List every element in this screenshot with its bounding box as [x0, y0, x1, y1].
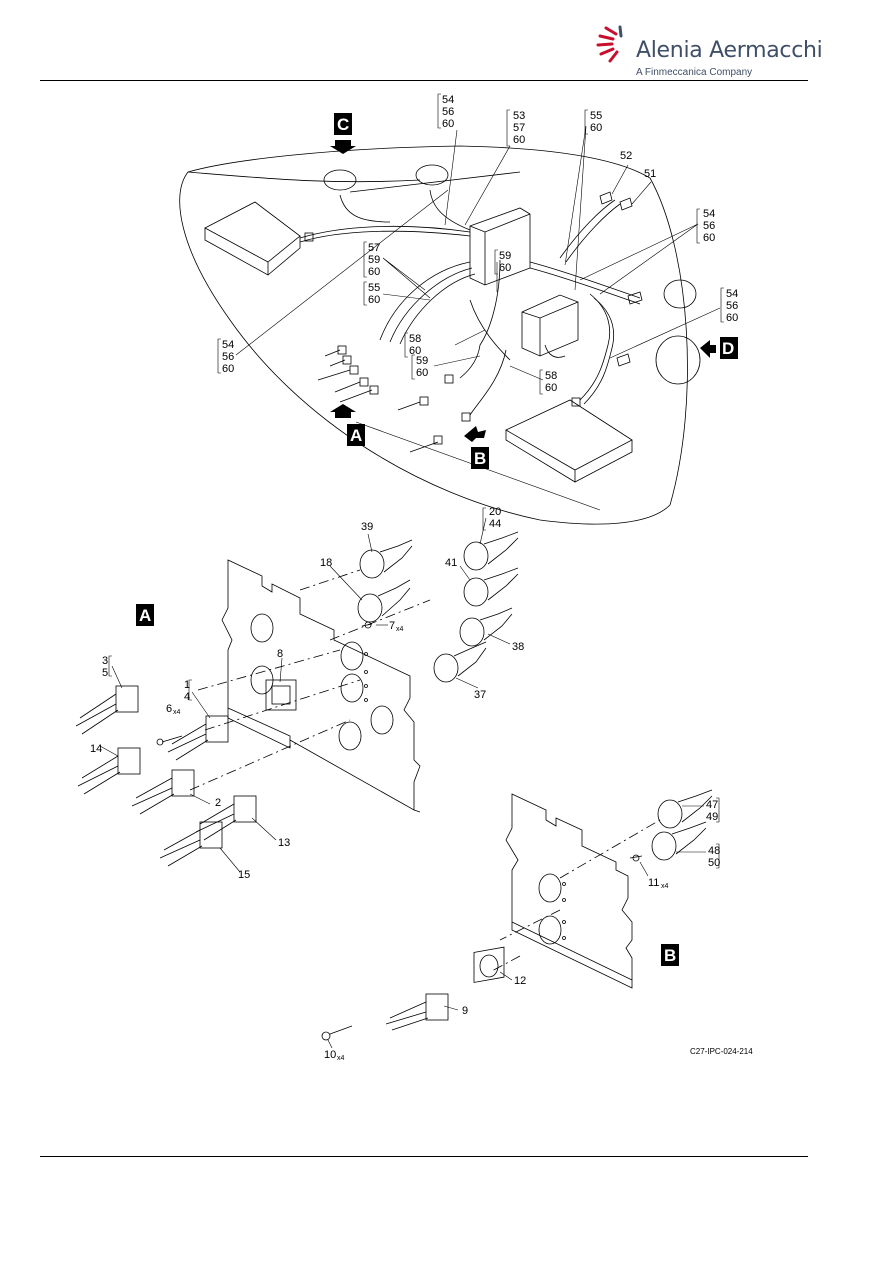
callout-number: 60 [368, 266, 380, 278]
callout-number: 18 [320, 557, 332, 569]
callout-number: 13 [278, 837, 290, 849]
view-b-title-box [661, 944, 679, 966]
callout-number: 37 [474, 689, 486, 701]
down-arrow-icon [330, 140, 356, 154]
view-a-box [347, 424, 365, 446]
callout-number: 59 [416, 355, 428, 367]
overview-callout-labels: 54 56 60 53 57 60 55 60 52 51 54 56 60 5… [222, 94, 738, 394]
up-arrow-icon [330, 404, 356, 418]
callout-number: 56 [442, 106, 454, 118]
overview-airframe-section [179, 145, 701, 525]
callout-number: 3 [102, 655, 108, 667]
callout-number: 8 [277, 648, 283, 660]
callout-number: 56 [726, 300, 738, 312]
callout-number: 10 [324, 1049, 336, 1061]
footer-rule [40, 1156, 808, 1157]
callout-number: 2 [215, 797, 221, 809]
callout-number: 54 [222, 339, 234, 351]
header-rule [40, 80, 808, 81]
callout-number: 49 [706, 811, 718, 823]
view-a-title-box [136, 604, 154, 626]
callout-number: 1 [184, 679, 190, 691]
document-reference: C27-IPC-024-214 [690, 1047, 753, 1056]
callout-number: 55 [368, 282, 380, 294]
callout-number: 60 [409, 345, 421, 357]
callout-number: 60 [513, 134, 525, 146]
callout-number: 60 [703, 232, 715, 244]
view-a-title-letter: A [139, 606, 151, 625]
left-arrow-icon [700, 340, 716, 358]
callout-number: 4 [184, 691, 190, 703]
quantity-suffix: x4 [661, 883, 669, 890]
callout-number: 60 [442, 118, 454, 130]
callout-number: 7 [389, 620, 395, 632]
callout-number: 54 [726, 288, 738, 300]
callout-number: 38 [512, 641, 524, 653]
callout-number: 60 [726, 312, 738, 324]
callout-number: 54 [703, 208, 715, 220]
callout-number: 57 [368, 242, 380, 254]
callout-number: 11 [648, 877, 659, 889]
callout-number: 60 [368, 294, 380, 306]
overview-leaders [235, 125, 721, 511]
callout-number: 9 [462, 1005, 468, 1017]
callout-number: 15 [238, 869, 250, 881]
callout-number: 60 [545, 382, 557, 394]
brand-tagline: A Finmeccanica Company [636, 67, 753, 78]
callout-number: 60 [590, 122, 602, 134]
view-d-letter: D [722, 339, 734, 358]
view-b-leaders [327, 797, 720, 1049]
brand-name: Alenia Aermacchi [636, 38, 823, 63]
callout-number: 57 [513, 122, 525, 134]
callout-number: 50 [708, 857, 720, 869]
view-b-panel-assembly [321, 789, 713, 1041]
callout-number: 60 [222, 363, 234, 375]
view-a-leaders [99, 507, 511, 873]
diagonal-arrow-icon [464, 426, 486, 442]
callout-number: 53 [513, 110, 525, 122]
callout-number: 58 [545, 370, 557, 382]
callout-number: 51 [644, 168, 656, 180]
quantity-suffix: x4 [337, 1055, 345, 1062]
callout-number: 48 [708, 845, 720, 857]
view-d-box [720, 337, 738, 359]
callout-number: 12 [514, 975, 526, 987]
view-a-panel-assembly [75, 531, 519, 867]
callout-number: 59 [499, 250, 511, 262]
view-c-letter: C [337, 115, 349, 134]
view-b-box [471, 447, 489, 469]
view-b-title-letter: B [664, 946, 676, 965]
callout-number: 54 [442, 94, 454, 106]
view-a-callout-labels: 39 20 44 18 41 7 x4 38 8 37 3 5 1 4 6 x4… [90, 506, 524, 881]
quantity-suffix: x4 [396, 626, 404, 633]
callout-number: 47 [706, 799, 718, 811]
callout-number: 56 [703, 220, 715, 232]
callout-number: 58 [409, 333, 421, 345]
view-c-box [334, 113, 352, 135]
view-callout-markers: C A B D A B [136, 113, 738, 966]
callout-number: 44 [489, 518, 501, 530]
callout-number: 59 [368, 254, 380, 266]
callout-number: 20 [489, 506, 501, 518]
quantity-suffix: x4 [173, 709, 181, 716]
callout-brackets [217, 93, 724, 395]
callout-number: 6 [166, 703, 172, 715]
callout-number: 55 [590, 110, 602, 122]
callout-number: 60 [416, 367, 428, 379]
aermacchi-swoosh-logo-icon [596, 25, 623, 63]
callout-number: 39 [361, 521, 373, 533]
callout-number: 52 [620, 150, 632, 162]
callout-number: 41 [445, 557, 457, 569]
callout-number: 60 [499, 262, 511, 274]
callout-number: 56 [222, 351, 234, 363]
view-b-callout-labels: 47 49 48 50 11 x4 12 9 10 x4 [324, 799, 720, 1062]
view-a-letter: A [350, 426, 362, 445]
callout-number: 14 [90, 743, 102, 755]
callout-number: 5 [102, 667, 108, 679]
view-b-letter: B [474, 449, 486, 468]
